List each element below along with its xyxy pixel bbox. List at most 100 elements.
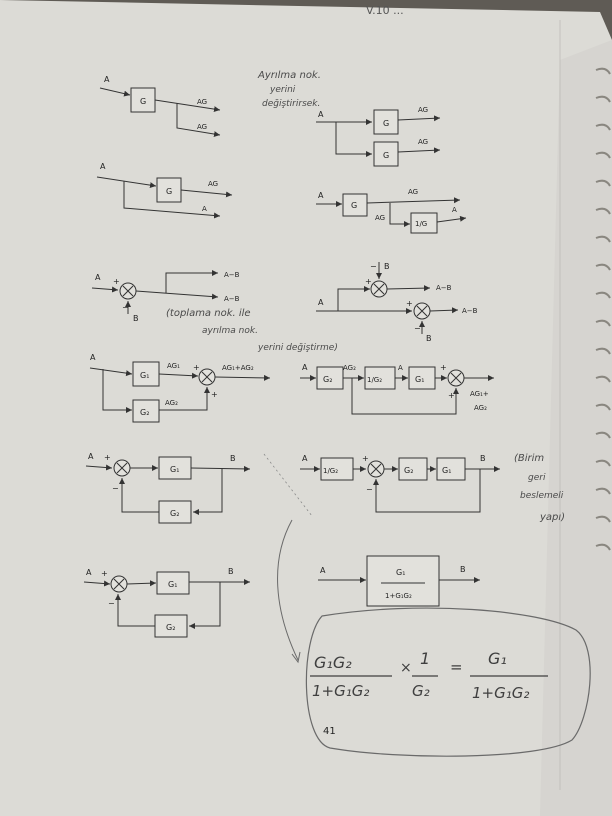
- label-ag2: AG₂: [165, 399, 178, 407]
- input-arrow: [83, 580, 111, 587]
- label-a: A: [90, 353, 96, 362]
- diagram-pickoff-after-block: [99, 87, 221, 137]
- top-page-fragment: V.10 ...: [366, 4, 404, 17]
- note-unity-line4: yapı): [539, 512, 565, 523]
- block-g: [130, 87, 156, 113]
- branch-arrow: [165, 270, 218, 293]
- note-sum: (toplama nok. ile ayrılma nok. yerini de…: [166, 308, 338, 353]
- label-a: A: [318, 191, 324, 200]
- branch-arrow: [337, 286, 370, 311]
- label-a: A: [398, 364, 403, 372]
- note-unity-line1: (Birim: [514, 453, 544, 464]
- diagram-pickoff-before-block: [96, 176, 233, 219]
- eq-mid-denominator: G₂: [412, 682, 430, 700]
- label-ag2: AG₂: [474, 404, 487, 412]
- label-ag: AG: [418, 106, 428, 114]
- return-arrow: [351, 378, 459, 415]
- feedback-arrow: [193, 468, 223, 515]
- diagram-branch-then-sum: [316, 262, 459, 334]
- note-unity: (Birim geri beslemeli yapı): [514, 453, 565, 523]
- label-inv-g2: 1/G₂: [323, 467, 338, 475]
- sum-cross: [116, 462, 128, 474]
- label-g1: G₁: [415, 375, 424, 384]
- input-arrow: [96, 176, 157, 189]
- sign-plus: +: [448, 391, 455, 400]
- hand-drawn-dashes: [263, 453, 313, 517]
- output-arrow: [180, 189, 233, 198]
- label-ag: AG: [375, 214, 385, 222]
- label-b: B: [228, 567, 234, 576]
- sign-plus: +: [113, 277, 120, 286]
- output-arrow: [429, 307, 459, 314]
- label-g: G: [383, 151, 389, 160]
- note-sum-line2: ayrılma nok.: [202, 326, 258, 336]
- output-arrow: [154, 99, 221, 113]
- label-a: A: [100, 162, 106, 171]
- feedback-arrow: [115, 594, 155, 627]
- sign-minus: −: [366, 485, 373, 494]
- sign-plus: +: [365, 277, 372, 286]
- label-inv-g2: 1/G₂: [367, 376, 382, 384]
- label-g: G: [383, 119, 389, 128]
- closed-loop-denominator: 1+G₁G₂: [385, 592, 412, 600]
- label-a-minus-b: A−B: [224, 295, 240, 303]
- note-unity-line2: geri: [528, 473, 546, 483]
- handwritten-equation: G₁G₂ 1+G₁G₂ × 1 G₂ = G₁ 1+G₁G₂: [310, 649, 548, 702]
- label-ag2: AG₂: [343, 364, 356, 372]
- label-a: A: [202, 205, 207, 213]
- block-g: [156, 177, 182, 203]
- label-b: B: [384, 262, 390, 271]
- sign-minus: −: [112, 484, 119, 493]
- output-arrow: [436, 215, 467, 223]
- feedback-arrow: [189, 582, 221, 629]
- diagram-pickoff-before-blocks: [316, 109, 441, 167]
- label-g2: G₂: [140, 408, 149, 417]
- label-a-minus-b: A−B: [436, 284, 452, 292]
- label-g2: G₂: [404, 466, 413, 475]
- output-arrow: [190, 465, 251, 472]
- return-arrow: [159, 387, 210, 411]
- sum-cross: [201, 371, 213, 383]
- output-arrow: [135, 290, 219, 300]
- label-b: B: [460, 565, 466, 574]
- sign-plus: +: [193, 363, 200, 372]
- input-arrow: [99, 87, 131, 97]
- note-sum-line1: (toplama nok. ile: [166, 308, 251, 319]
- label-g: G: [140, 97, 146, 106]
- sum-cross: [370, 463, 382, 475]
- eq-rhs-denominator: 1+G₁G₂: [472, 684, 529, 702]
- label-g1: G₁: [442, 466, 451, 475]
- branch-arrow: [123, 181, 221, 219]
- label-a: A: [318, 110, 324, 119]
- label-a: A: [302, 454, 308, 463]
- sign-minus: −: [122, 303, 129, 312]
- label-a: A: [320, 566, 326, 575]
- eq-rhs-numerator: G₁: [488, 649, 507, 668]
- branch-arrow: [389, 203, 410, 227]
- note-branch-line3: değiştirirsek.: [262, 99, 320, 109]
- sign-plus: +: [104, 453, 111, 462]
- output-arrow: [158, 372, 199, 379]
- unity-feedback-arrow: [373, 469, 481, 513]
- sign-plus: +: [406, 299, 413, 308]
- note-branch: Ayrılma nok. yerini değiştirirsek.: [257, 70, 321, 109]
- label-a: A: [302, 363, 308, 372]
- equation-bubble: [305, 607, 591, 757]
- output-arrow: [397, 147, 441, 154]
- link-arrow: [126, 580, 157, 587]
- block-g-upper: [373, 109, 399, 135]
- diagram-parallel-equivalent: [300, 366, 494, 415]
- label-a: A: [318, 298, 324, 307]
- diagram-sum-then-branch: [91, 270, 219, 314]
- sign-plus: +: [440, 363, 447, 372]
- sign-plus: +: [101, 569, 108, 578]
- note-unity-line3: beslemeli: [520, 491, 564, 501]
- input-arrow: [85, 464, 113, 471]
- label-a: A: [452, 206, 457, 214]
- sign-plus: +: [362, 454, 369, 463]
- eq-lhs-numerator: G₁G₂: [314, 653, 352, 672]
- label-ag: AG: [418, 138, 428, 146]
- sum-cross: [373, 283, 385, 295]
- label-ag: AG: [208, 180, 218, 188]
- label-g1: G₁: [140, 371, 149, 380]
